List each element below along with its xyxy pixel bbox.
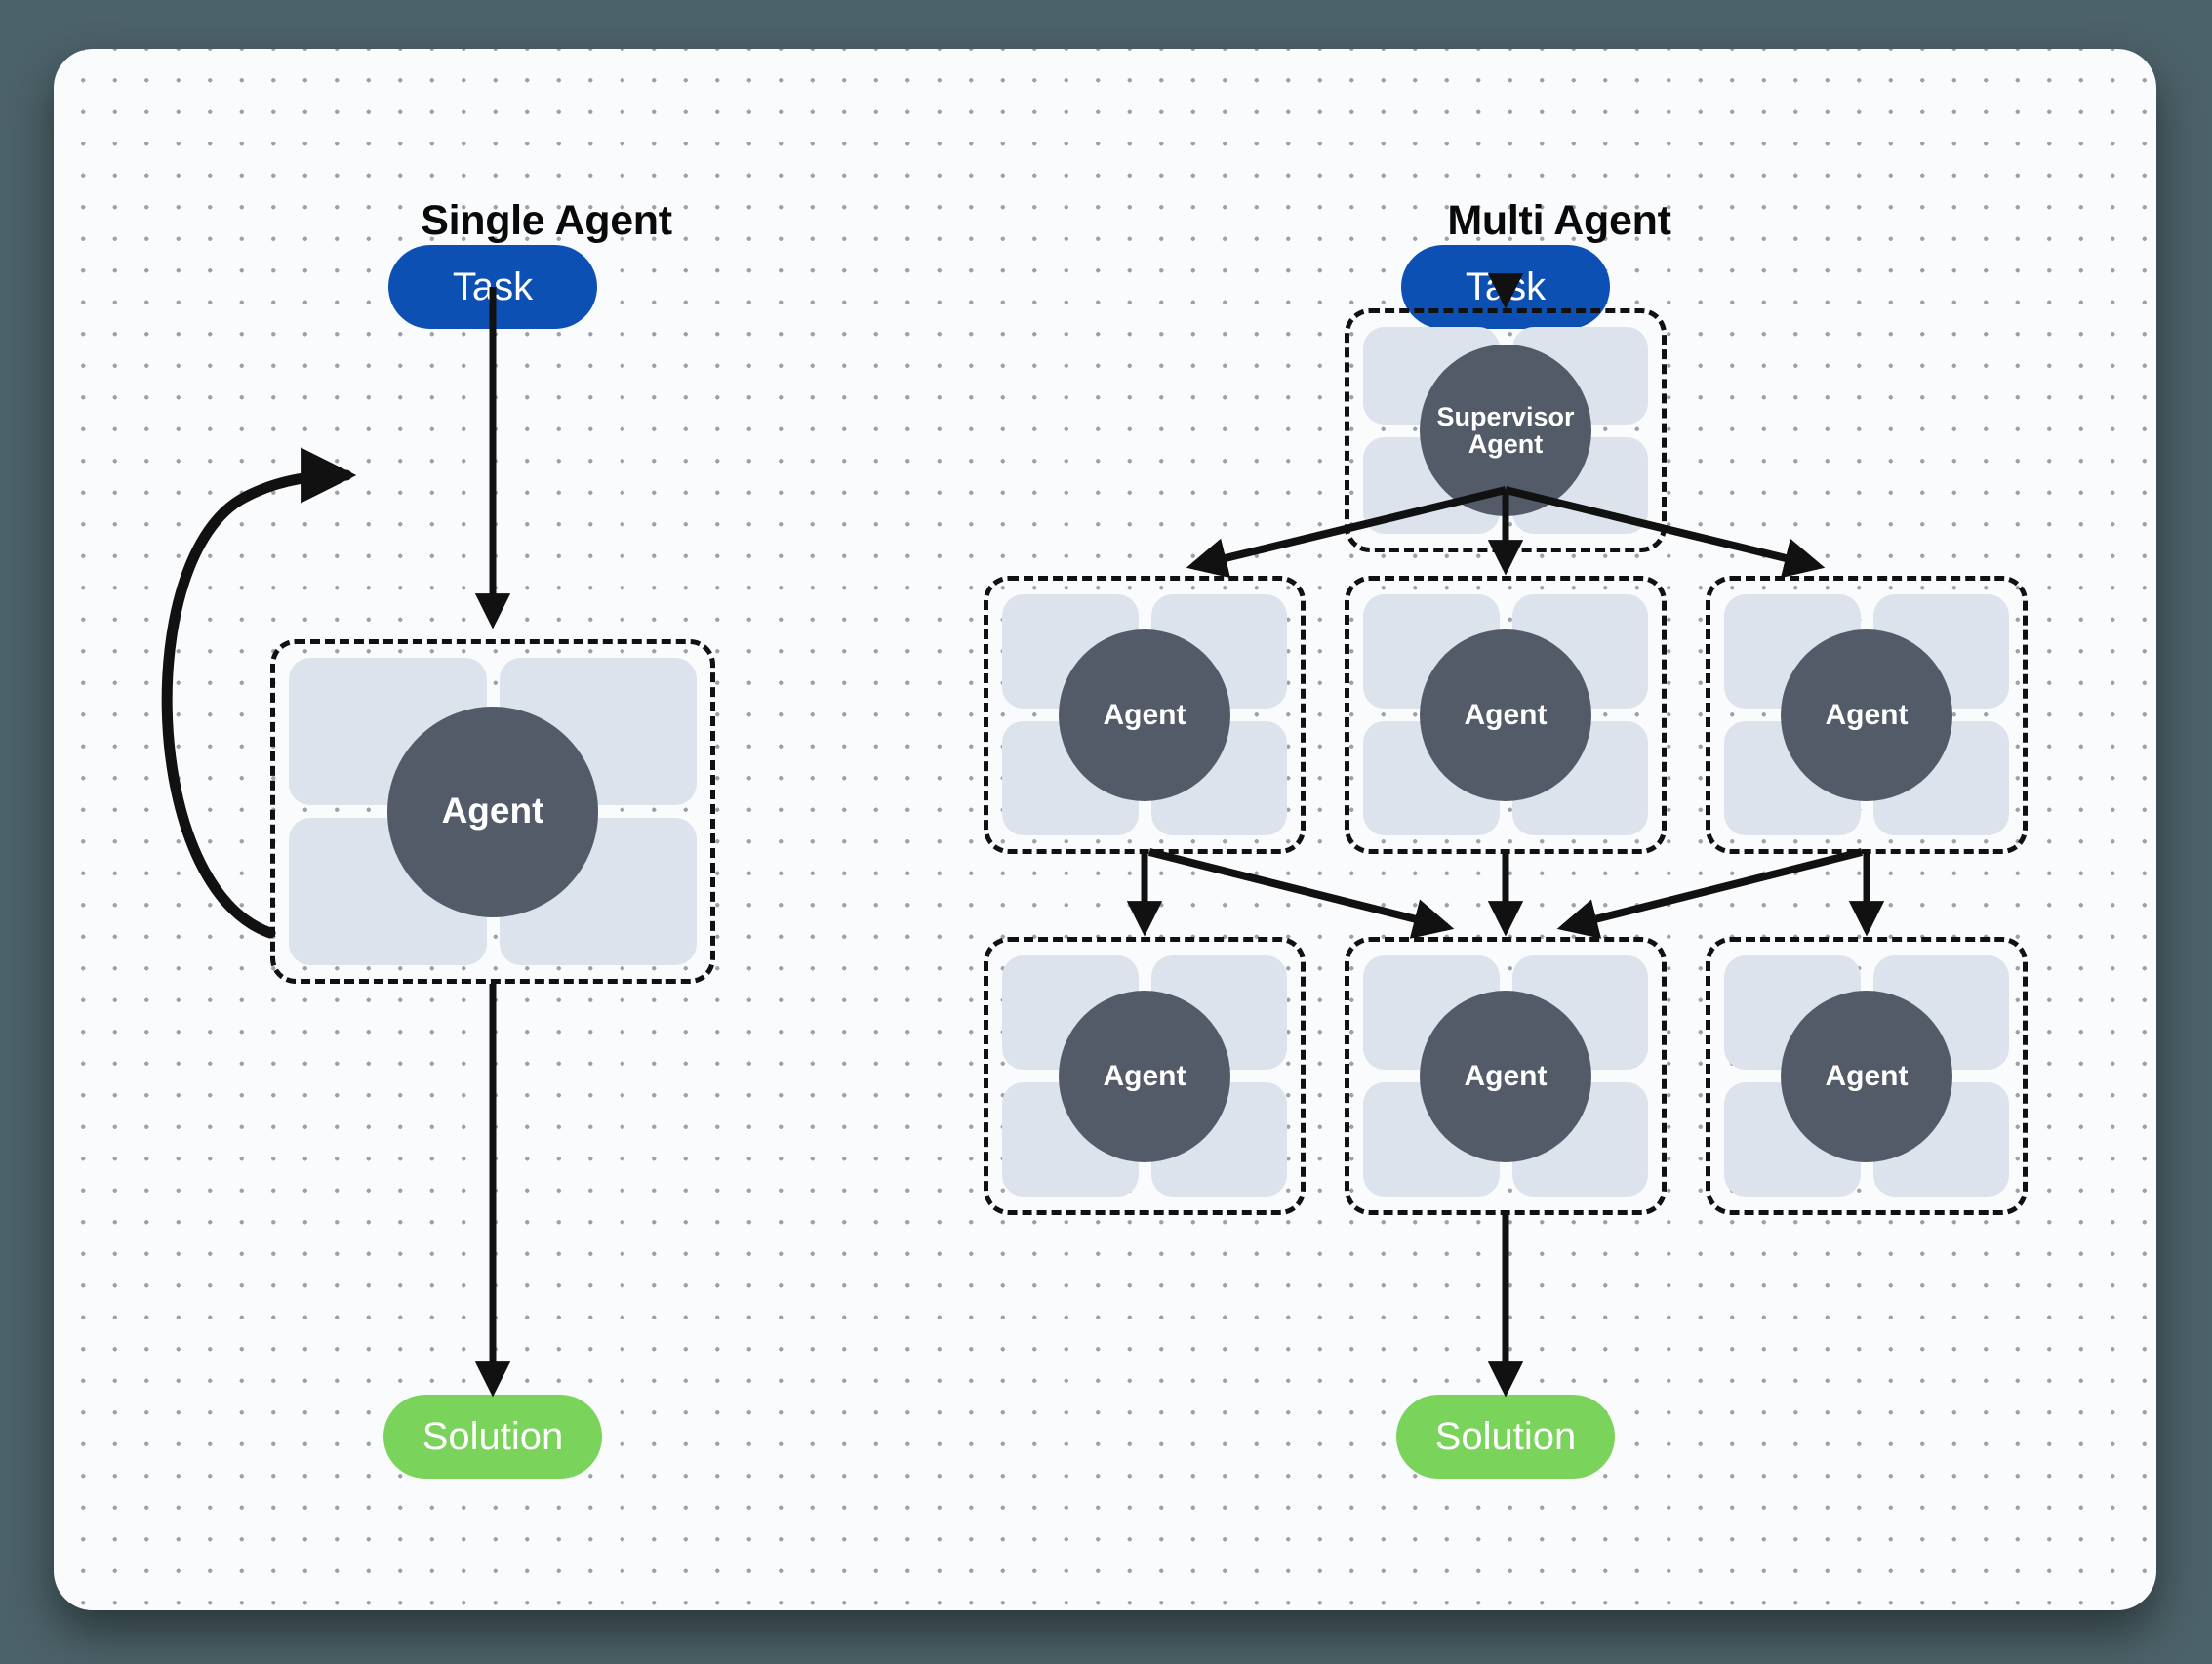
- single-agent-cluster[interactable]: Agent: [270, 639, 715, 984]
- multi-agent-row1-col1[interactable]: Agent: [984, 576, 1306, 854]
- panel-title-single-agent: Single Agent: [421, 197, 672, 244]
- multi-agent-row1-col3[interactable]: Agent: [1706, 576, 2028, 854]
- multi-agent-row1-col2[interactable]: Agent: [1345, 576, 1667, 854]
- agent-core[interactable]: Agent: [1781, 629, 1952, 801]
- supervisor-agent-cluster[interactable]: Supervisor Agent: [1345, 308, 1667, 552]
- edge-agent-3-to-center: [1556, 848, 1863, 939]
- diagram-card: Single Agent Multi Agent Task Agent Solu…: [54, 49, 2156, 1610]
- agent-core[interactable]: Agent: [1420, 629, 1591, 801]
- multi-agent-row2-col1[interactable]: Agent: [984, 937, 1306, 1215]
- supervisor-agent-core[interactable]: Supervisor Agent: [1420, 345, 1591, 516]
- agent-core[interactable]: Agent: [1420, 990, 1591, 1162]
- supervisor-label-line1: Supervisor: [1436, 401, 1575, 431]
- agent-core[interactable]: Agent: [1059, 990, 1230, 1162]
- multi-solution-node[interactable]: Solution: [1396, 1395, 1615, 1479]
- single-solution-node[interactable]: Solution: [383, 1395, 602, 1479]
- multi-agent-row2-col2[interactable]: Agent: [1345, 937, 1667, 1215]
- multi-agent-row2-col3[interactable]: Agent: [1706, 937, 2028, 1215]
- panel-title-multi-agent: Multi Agent: [1447, 197, 1671, 244]
- supervisor-label-line2: Agent: [1468, 429, 1544, 459]
- edge-agent-1-to-center: [1148, 848, 1455, 939]
- single-task-node[interactable]: Task: [388, 245, 597, 329]
- agent-core[interactable]: Agent: [1059, 629, 1230, 801]
- single-agent-core[interactable]: Agent: [387, 706, 598, 917]
- agent-core[interactable]: Agent: [1781, 990, 1952, 1162]
